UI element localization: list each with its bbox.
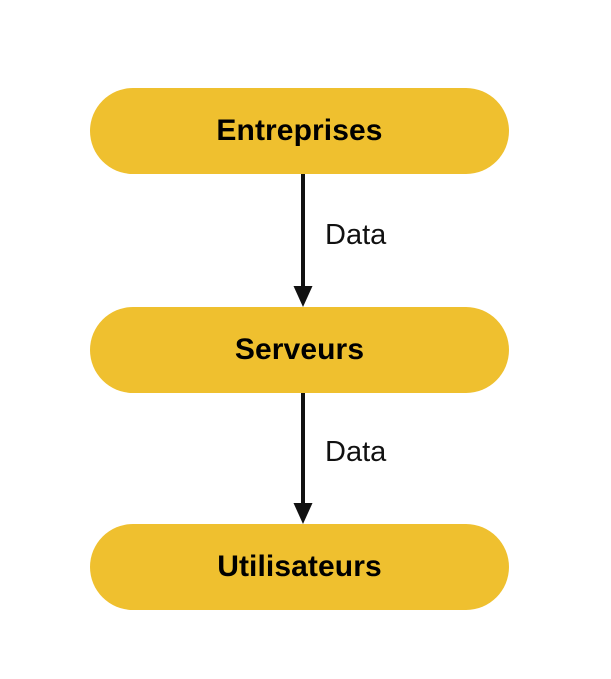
edge-label-data-1: Data — [325, 219, 387, 251]
node-serveurs[interactable]: Serveurs — [90, 307, 509, 393]
node-entreprises-label: Entreprises — [216, 114, 383, 147]
node-entreprises[interactable]: Entreprises — [90, 88, 509, 174]
connector-serveurs-to-utilisateurs: Data — [0, 391, 611, 524]
arrow-down-icon — [293, 174, 313, 307]
edge-label-data-2: Data — [325, 436, 387, 468]
arrow-down-icon — [293, 391, 313, 524]
connector-entreprises-to-serveurs: Data — [0, 174, 611, 307]
node-serveurs-label: Serveurs — [234, 333, 365, 366]
node-utilisateurs-label: Utilisateurs — [217, 550, 382, 583]
node-utilisateurs[interactable]: Utilisateurs — [90, 524, 509, 610]
